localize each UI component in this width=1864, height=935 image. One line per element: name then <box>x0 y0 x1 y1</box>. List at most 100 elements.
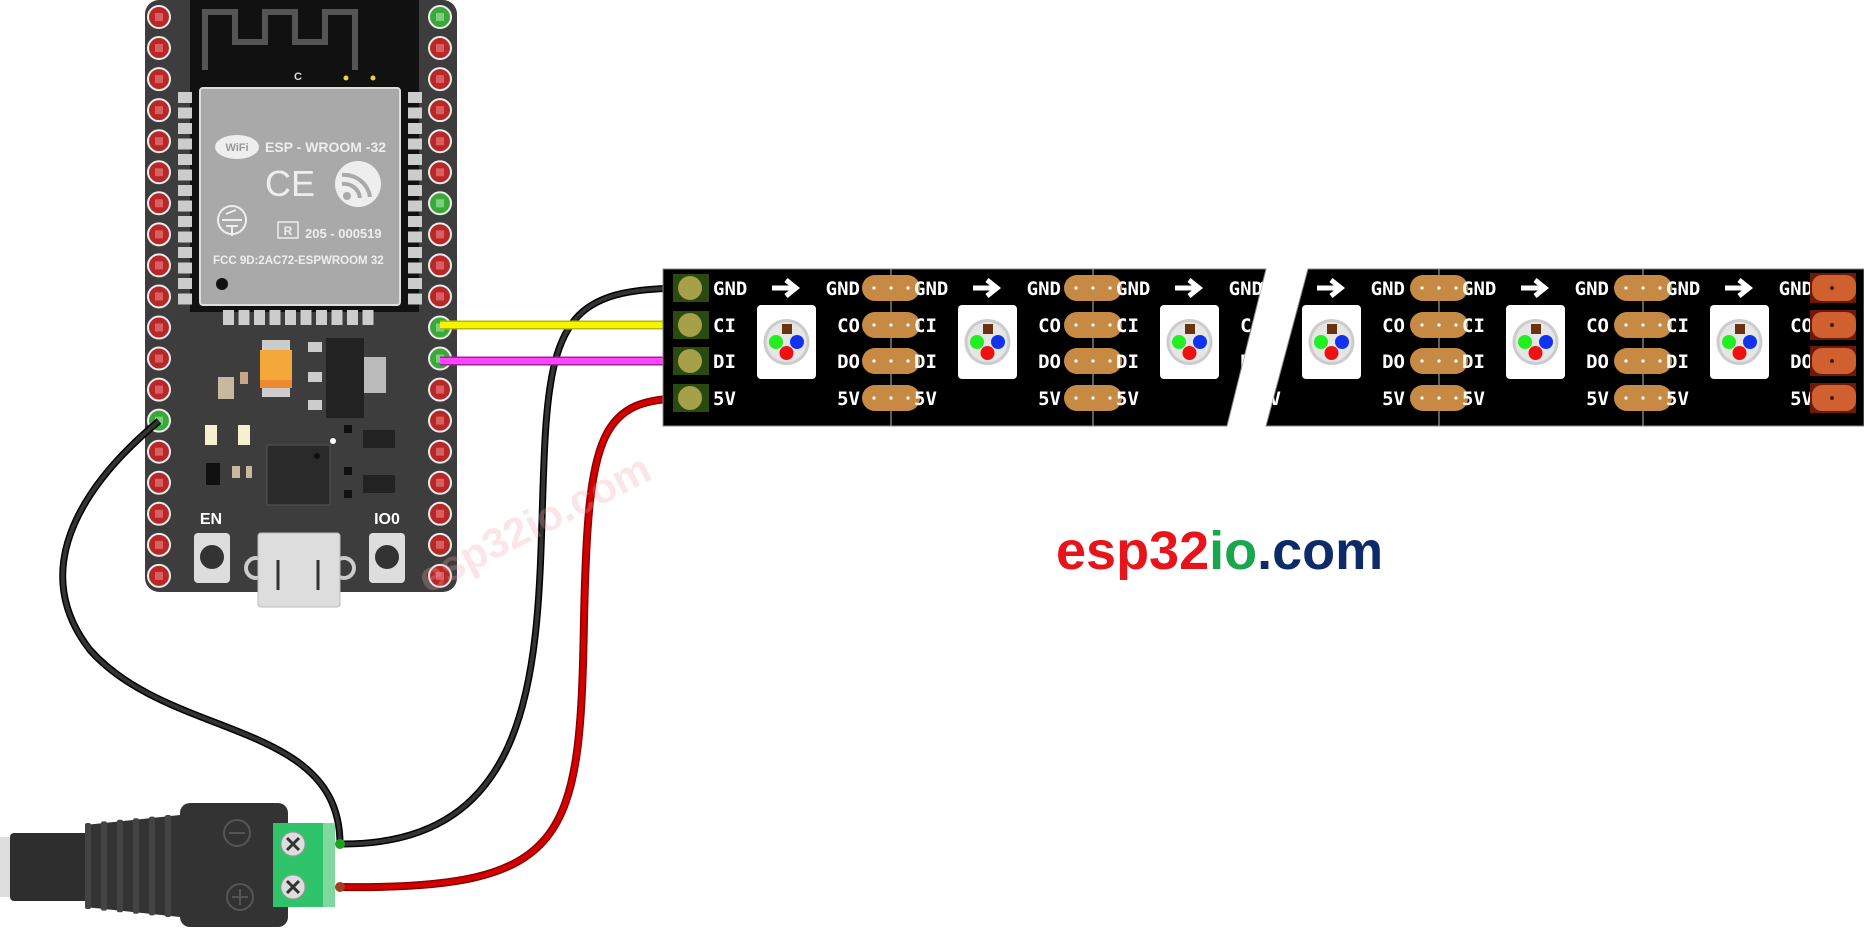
rgb-led <box>1160 305 1219 379</box>
arrow-right-icon <box>973 278 1002 298</box>
espressif-logo-icon <box>335 161 381 207</box>
jack-rib <box>133 818 139 914</box>
jack-rib <box>117 819 123 913</box>
pin-label: DI <box>1116 351 1139 373</box>
site-logo: esp32io.com <box>1056 520 1383 582</box>
pin-label: GND <box>1575 278 1609 300</box>
module-pads <box>178 92 422 325</box>
pin-label: 5V <box>1666 388 1689 410</box>
jack-rib <box>85 823 91 909</box>
pin-label: GND <box>826 278 860 300</box>
telec-mark-icon <box>217 205 247 236</box>
module-pad <box>178 185 192 196</box>
pin-label: DI <box>914 351 937 373</box>
module-pad <box>178 107 192 119</box>
pin-label: 5V <box>837 388 860 410</box>
pin-label: GND <box>1371 278 1405 300</box>
usb-port <box>244 532 356 608</box>
module-pad <box>178 123 192 134</box>
arrow-right-icon <box>1521 278 1550 298</box>
pin-label: CO <box>1586 315 1609 337</box>
module-pad <box>178 92 192 103</box>
pin-label: 5V <box>1382 388 1405 410</box>
module-pad <box>223 310 234 325</box>
module-pad <box>331 310 343 325</box>
pin-label: CI <box>1666 315 1689 337</box>
arrow-right-icon <box>1317 278 1346 298</box>
pin-label: DO <box>1790 351 1813 373</box>
pin-label: CI <box>1258 315 1281 337</box>
microcontroller-chip <box>266 444 331 506</box>
module-pad <box>238 310 250 325</box>
pin-label: CI <box>914 315 937 337</box>
jack-rib <box>101 821 107 911</box>
wires <box>59 284 691 892</box>
jack-rib <box>149 816 155 916</box>
rgb-led <box>1506 305 1565 379</box>
pin-label: DO <box>1240 351 1263 373</box>
pin-label: GND <box>1462 278 1496 300</box>
module-pad <box>178 293 192 305</box>
module-pad <box>178 200 192 212</box>
logo-part-io: io <box>1209 521 1258 581</box>
logo-part-esp32: esp32 <box>1056 521 1210 581</box>
arrow-right-icon <box>1725 278 1754 298</box>
module-pad <box>178 138 192 150</box>
jack-rib <box>165 815 171 917</box>
rgb-led <box>958 305 1017 379</box>
pin-label: 5V <box>713 388 736 410</box>
module-pad <box>408 107 422 119</box>
module-pad <box>408 154 422 165</box>
led-die-icon <box>1735 324 1745 334</box>
en-button[interactable] <box>194 533 230 583</box>
module-pad <box>408 293 422 305</box>
pin-label: GND <box>914 278 948 300</box>
r-mark: R <box>284 224 293 238</box>
pin-label: DI <box>713 351 736 373</box>
module-pad <box>408 200 422 212</box>
io0-button[interactable] <box>369 533 405 583</box>
pin-label: GND <box>1229 278 1263 300</box>
led-die-icon <box>1185 324 1195 334</box>
module-pad <box>408 262 422 274</box>
pin-label: CO <box>1382 315 1405 337</box>
pin-label: GND <box>1116 278 1150 300</box>
screw-minus[interactable] <box>280 831 306 857</box>
module-pad <box>347 310 358 325</box>
pin-label: DI <box>1666 351 1689 373</box>
logo-part-com: .com <box>1257 521 1384 581</box>
pin-label: GND <box>1666 278 1700 300</box>
module-pad <box>408 138 422 150</box>
pin-label: 5V <box>1116 388 1139 410</box>
pin-label: CO <box>837 315 860 337</box>
pin-label: GND <box>713 278 747 300</box>
module-pad <box>300 310 312 325</box>
module-pad <box>285 310 296 325</box>
wroom-module: WiFi ESP - WROOM -32 CE R 205 - 000519 F… <box>199 87 401 306</box>
pin-label: CO <box>1240 315 1263 337</box>
led-die-icon <box>1327 324 1337 334</box>
module-pad <box>408 92 422 103</box>
module-pad <box>178 169 192 181</box>
esp32-board: C WiFi ESP - WROOM -32 CE R 205 - 000519… <box>145 0 457 608</box>
pin-label: 5V <box>1258 388 1281 410</box>
module-pad <box>408 185 422 196</box>
screw-plus[interactable] <box>280 874 306 900</box>
ce-mark: CE <box>265 163 315 204</box>
pin-label: GND <box>1779 278 1813 300</box>
pin-label: CI <box>1116 315 1139 337</box>
module-pad <box>408 123 422 134</box>
module-pad <box>408 231 422 243</box>
pin-label: CI <box>1462 315 1485 337</box>
pin-label: 5V <box>1038 388 1061 410</box>
pin-label: 5V <box>914 388 937 410</box>
module-pad <box>269 310 281 325</box>
module-pad <box>178 278 192 289</box>
led-die-icon <box>983 324 993 334</box>
rgb-led <box>1302 305 1361 379</box>
module-pad <box>316 310 327 325</box>
antenna-area: C <box>190 0 419 92</box>
arrow-right-icon <box>772 278 801 298</box>
pin-label: DI <box>1258 351 1281 373</box>
module-pad <box>408 216 422 227</box>
